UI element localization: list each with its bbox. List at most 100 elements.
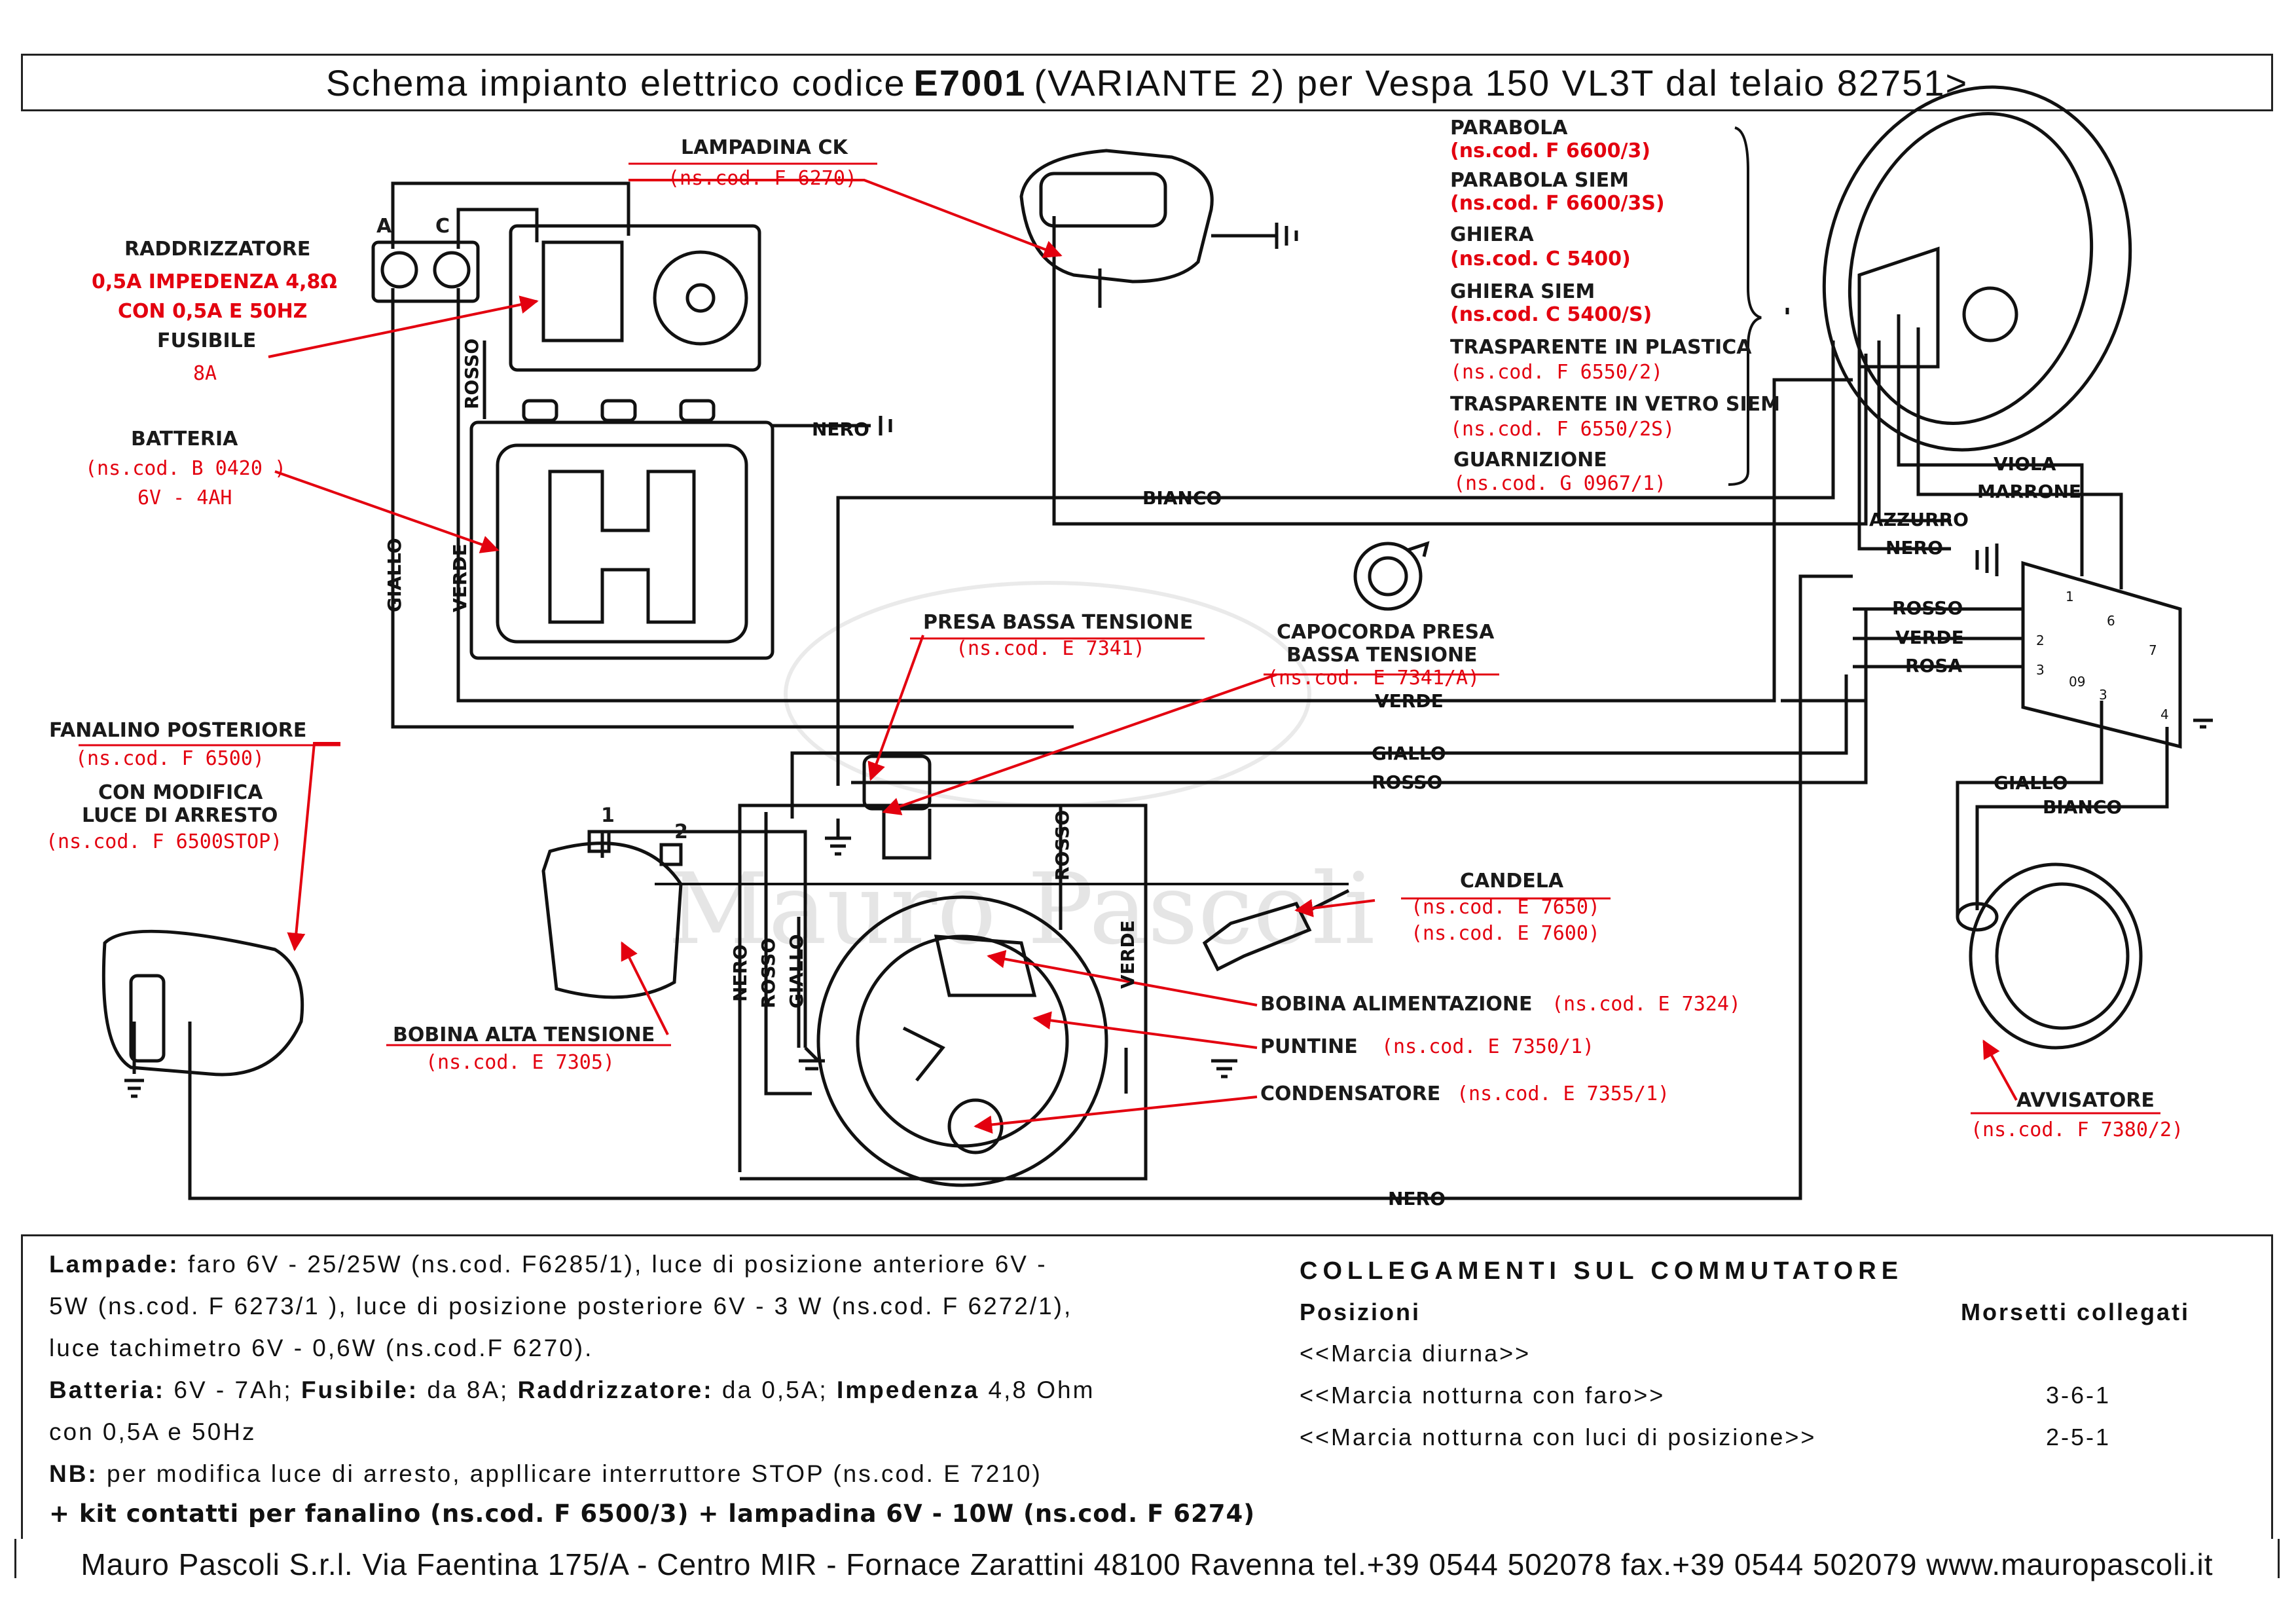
label-lampadina-ck-code: (ns.cod. F 6270) [668, 167, 857, 190]
title-code: E7001 [913, 62, 1027, 103]
leader-avvisatore [1982, 1039, 2018, 1101]
label-bobina-term2: 2 [674, 821, 688, 843]
wire-label-giallo-mag: GIALLO [786, 934, 807, 1008]
leader-fusibile [268, 295, 539, 358]
note-impedenza-val: 4,8 Ohm [988, 1376, 1095, 1403]
label-condensatore-code: (ns.cod. E 7355/1) [1457, 1082, 1669, 1105]
wire-label-bianco-horn: BIANCO [2043, 796, 2122, 818]
wire-label-nero-sw: NERO [1886, 537, 1943, 559]
label-parabola-siem: PARABOLA SIEM [1450, 169, 1629, 192]
note-nb-line: NB: per modifica luce di arresto, applli… [49, 1460, 1042, 1488]
ground-icon-battery [879, 416, 892, 435]
speedometer-icon [1019, 149, 1277, 308]
label-raddrizzatore-spec1: 0,5A IMPEDENZA 4,8Ω [92, 270, 337, 293]
switch-terminal-2: 2 [2036, 633, 2045, 648]
switch-terminal-7: 7 [2149, 642, 2157, 658]
wire-label-rosso-mag: ROSSO [757, 938, 779, 1008]
note-raddrizzatore-val: da 0,5A; [721, 1376, 828, 1403]
note-fusibile-label: Fusibile: [301, 1376, 419, 1403]
label-presa-bt: PRESA BASSA TENSIONE [923, 611, 1193, 634]
wire-label-verde-left: VERDE [449, 544, 471, 612]
label-parabola-code: (ns.cod. F 6600/3) [1450, 139, 1650, 162]
label-avvisatore: AVVISATORE [2016, 1089, 2155, 1112]
label-fusibile-spec: 8A [193, 362, 217, 385]
label-fanalino-code: (ns.cod. F 6500) [75, 747, 264, 770]
note-nb-text-1: per modifica luce di arresto, appllicare… [107, 1460, 1042, 1487]
leader-capocorda [882, 673, 1277, 815]
label-fanalino-mod1: CON MODIFICA [98, 781, 263, 804]
ground-icon-coil-puntine [1211, 1059, 1237, 1079]
wire-label-rosso-mid: ROSSO [1372, 771, 1442, 793]
note-nb-label: NB: [49, 1460, 98, 1487]
label-candela-code2: (ns.cod. E 7600) [1411, 922, 1600, 945]
wire-label-rosso-sw: ROSSO [1892, 597, 1963, 619]
label-ghiera-siem: GHIERA SIEM [1450, 280, 1595, 303]
label-capocorda-1: CAPOCORDA PRESA [1277, 621, 1495, 644]
note-lampade-text-3: luce tachimetro 6V - 0,6W (ns.cod.F 6270… [49, 1335, 594, 1361]
title-prefix: Schema impianto elettrico codice [325, 62, 906, 103]
wire-rosso-mid [851, 667, 1868, 784]
label-batteria: BATTERIA [131, 428, 238, 451]
diagram-title: Schema impianto elettrico codice E7001 (… [21, 54, 2273, 111]
switch-terminal-3b: 3 [2099, 687, 2107, 703]
label-ghiera-siem-code: (ns.cod. C 5400/S) [1450, 303, 1652, 326]
note-batteria-text-2: con 0,5A e 50Hz [49, 1418, 257, 1445]
wire-viola [1897, 314, 2084, 576]
label-candela-code1: (ns.cod. E 7650) [1411, 896, 1600, 919]
label-bobina-alim-code: (ns.cod. E 7324) [1552, 993, 1741, 1016]
wire-giallo-horn [1956, 701, 2104, 917]
statore-icon [816, 895, 1108, 1187]
label-bobina-alim: BOBINA ALIMENTAZIONE [1260, 993, 1533, 1016]
wire-nero-mag [764, 812, 812, 1096]
wire-giallo-left [391, 288, 1074, 729]
note-batteria-val: 6V - 7Ah; [173, 1376, 293, 1403]
leader-fanalino [287, 742, 340, 951]
label-fanalino: FANALINO POSTERIORE [49, 719, 306, 742]
label-bobina-at-code: (ns.cod. E 7305) [426, 1051, 615, 1074]
wire-speedo [1052, 216, 1868, 526]
label-parabola-siem-code: (ns.cod. F 6600/3S) [1450, 192, 1665, 215]
wire-label-marrone: MARRONE [1977, 481, 2081, 502]
note-batteria-label: Batteria: [49, 1376, 166, 1403]
label-trasparente-plastica-code: (ns.cod. F 6550/2) [1450, 361, 1663, 384]
wire-label-giallo-left: GIALLO [384, 538, 405, 612]
label-batteria-code: (ns.cod. B 0420 ) [85, 457, 286, 480]
note-nb-text-2: + kit contatti per fanalino (ns.cod. F 6… [49, 1500, 1256, 1528]
note-batteria-line: Batteria: 6V - 7Ah; Fusibile: da 8A; Rad… [49, 1376, 1095, 1404]
wire-nero-bottom [188, 574, 1853, 1200]
commutatore-col-morsetti: Morsetti collegati [1961, 1299, 2191, 1325]
wire-nero-sw [1857, 347, 1951, 551]
footer-frame [14, 1539, 2280, 1578]
wire-label-verde-mag: VERDE [1117, 920, 1139, 989]
leader-lampadina-ck [629, 179, 1063, 259]
commutatore-row-1-pos: <<Marcia diurna>> [1300, 1340, 1531, 1367]
ground-icon-switch-left [1975, 544, 1999, 576]
brace-bracket [1728, 126, 1762, 486]
wire-label-verde-sw: VERDE [1895, 627, 1964, 648]
bobina-alta-tensione-icon [541, 830, 683, 999]
label-batteria-spec: 6V - 4AH [137, 487, 232, 509]
wire-label-verde-mid: VERDE [1375, 690, 1444, 712]
wire-label-rosso-mag2: ROSSO [1051, 810, 1073, 881]
wire-rect-top [391, 181, 630, 249]
leader-candela [1294, 898, 1376, 917]
wire-label-giallo-mid: GIALLO [1372, 743, 1446, 764]
label-guarnizione: GUARNIZIONE [1453, 449, 1607, 471]
wire-bobina-2 [602, 830, 807, 1048]
ground-icon-switch-right [2193, 718, 2213, 729]
title-suffix: (VARIANTE 2) per Vespa 150 VL3T dal tela… [1034, 62, 1969, 103]
label-capocorda-2: BASSA TENSIONE [1286, 644, 1478, 667]
label-term-a: A [376, 215, 392, 238]
wire-label-bianco-top: BIANCO [1142, 487, 1222, 509]
label-puntine-code: (ns.cod. E 7350/1) [1381, 1035, 1594, 1058]
leader-puntine [1032, 1011, 1258, 1049]
ground-icon-stator [799, 1046, 825, 1071]
wire-label-rosa-sw: ROSA [1905, 655, 1963, 676]
leader-lines [268, 179, 2018, 1134]
label-condensatore: CONDENSATORE [1260, 1082, 1440, 1105]
label-trasparente-vetro-code: (ns.cod. F 6550/2S) [1450, 418, 1675, 441]
wire-label-rosso-rect: ROSSO [461, 339, 483, 409]
regulator-box-icon [509, 224, 761, 372]
wire-label-nero-bottom: NERO [1388, 1188, 1446, 1209]
label-puntine: PUNTINE [1260, 1035, 1358, 1058]
